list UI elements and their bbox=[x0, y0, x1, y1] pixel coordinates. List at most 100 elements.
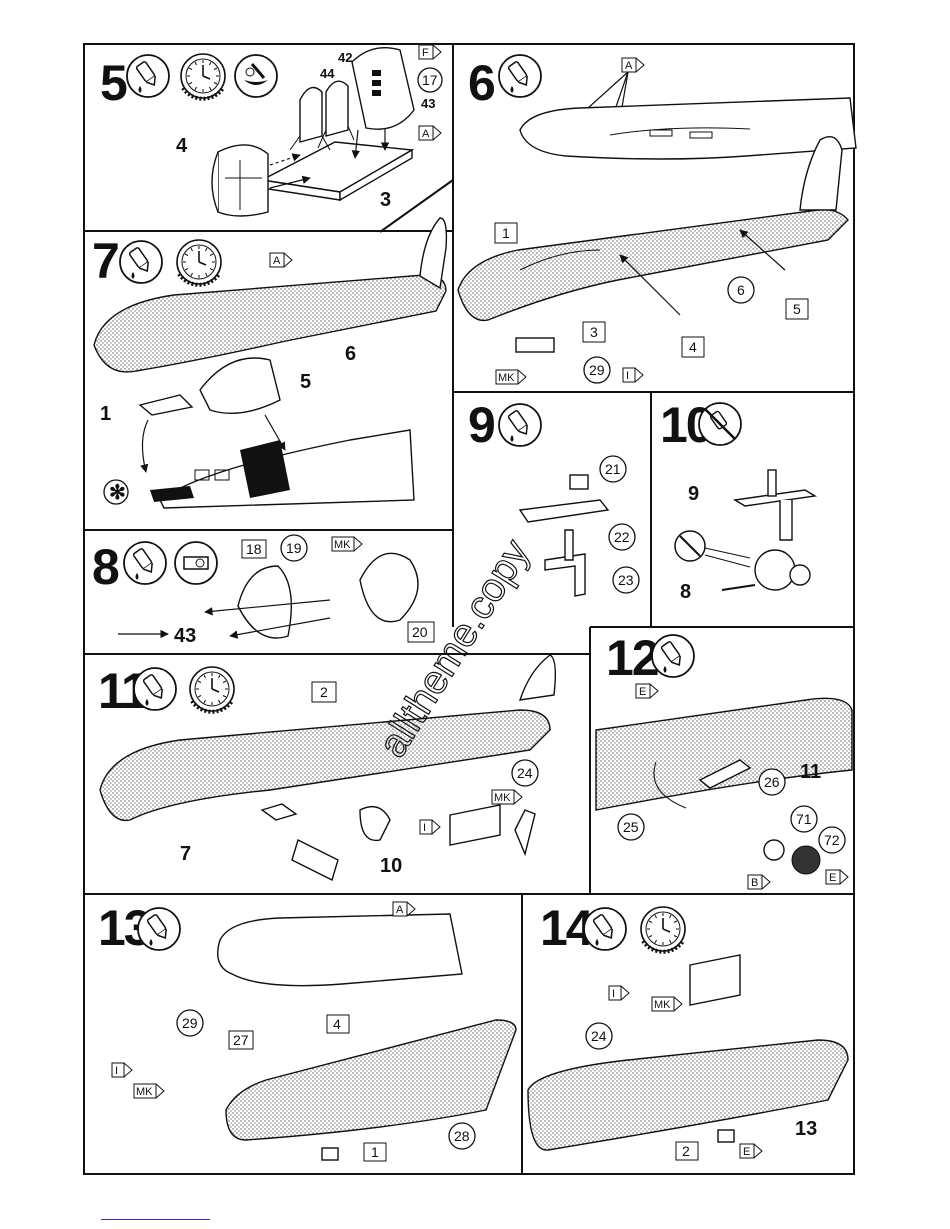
drying-clock-icon bbox=[181, 54, 225, 99]
part-label: 4 bbox=[689, 339, 697, 355]
part-label: 2 bbox=[320, 684, 328, 700]
part-label: 6 bbox=[737, 282, 745, 298]
step-number: 6 bbox=[468, 55, 494, 111]
part-label: 7 bbox=[180, 843, 191, 865]
step-12: 12 E 11 26 25 71 72 B E bbox=[596, 630, 852, 889]
glue-tube-icon bbox=[124, 542, 166, 584]
part-label: A bbox=[396, 904, 404, 916]
part-label: E bbox=[639, 686, 646, 698]
glue-tube-icon bbox=[127, 55, 169, 97]
step-14: 14 I MK 24 13 2 E bbox=[528, 900, 848, 1160]
part-label: 10 bbox=[380, 855, 402, 877]
code-tag: E bbox=[740, 1144, 762, 1158]
part-label: 8 bbox=[680, 581, 691, 603]
part-label: 24 bbox=[591, 1028, 607, 1044]
step-13: 13 A 29 27 4 I MK 28 1 bbox=[98, 900, 516, 1161]
part-label: 72 bbox=[824, 832, 840, 848]
part-label: 18 bbox=[246, 541, 262, 557]
part-label: 6 bbox=[345, 343, 356, 365]
part-label: MK bbox=[494, 792, 511, 804]
code-tag: MK bbox=[332, 537, 362, 551]
step-number: 9 bbox=[468, 397, 494, 453]
part-label: E bbox=[743, 1146, 750, 1158]
step-11: 11 2 24 MK I 7 10 bbox=[98, 655, 555, 880]
step-10: 10 9 8 bbox=[660, 397, 815, 603]
glue-tube-icon bbox=[134, 668, 176, 710]
part-label: 5 bbox=[793, 301, 801, 317]
step-number: 12 bbox=[606, 630, 658, 686]
footer-line bbox=[101, 1219, 210, 1220]
part-label: 2 bbox=[682, 1143, 690, 1159]
part-label: F bbox=[422, 47, 429, 59]
part-label: 1 bbox=[371, 1144, 379, 1160]
part-label: 24 bbox=[517, 765, 533, 781]
drying-clock-icon bbox=[177, 240, 221, 285]
part-label: 29 bbox=[182, 1015, 198, 1031]
part-label: I bbox=[423, 822, 426, 834]
code-tag: A bbox=[419, 126, 441, 140]
part-label: 19 bbox=[286, 540, 302, 556]
part-label: MK bbox=[136, 1086, 153, 1098]
part-label: 9 bbox=[688, 483, 699, 505]
part-label: 28 bbox=[454, 1128, 470, 1144]
glue-tube-icon bbox=[499, 404, 541, 446]
part-label: 3 bbox=[380, 189, 391, 211]
code-tag: MK bbox=[492, 790, 522, 804]
step-number: 5 bbox=[100, 55, 127, 111]
part-label: A bbox=[625, 60, 633, 72]
part-label: 27 bbox=[233, 1032, 249, 1048]
part-label: 43 bbox=[421, 96, 435, 111]
drying-clock-icon bbox=[190, 667, 234, 712]
part-label: 4 bbox=[176, 135, 188, 157]
part-label: 1 bbox=[502, 225, 510, 241]
step-8: 8 18 19 MK 20 43 bbox=[92, 535, 434, 647]
code-tag: A bbox=[393, 902, 415, 916]
part-label: 3 bbox=[590, 324, 598, 340]
code-tag: E bbox=[826, 870, 848, 884]
code-tag: A bbox=[270, 253, 292, 267]
part-label: MK bbox=[654, 999, 671, 1011]
no-glue-icon bbox=[699, 403, 741, 445]
part-label: 29 bbox=[589, 362, 605, 378]
code-tag: MK bbox=[134, 1084, 164, 1098]
glue-tube-icon bbox=[120, 241, 162, 283]
part-label: 21 bbox=[605, 461, 621, 477]
part-label: ✻ bbox=[109, 482, 126, 504]
code-tag: E bbox=[636, 684, 658, 698]
code-tag: A bbox=[622, 58, 644, 72]
code-tag: I bbox=[623, 368, 643, 382]
part-label: 5 bbox=[300, 371, 311, 393]
part-label: 25 bbox=[623, 819, 639, 835]
part-label: 22 bbox=[614, 529, 630, 545]
part-label: I bbox=[115, 1065, 118, 1077]
step-number: 7 bbox=[92, 233, 118, 289]
drying-clock-icon bbox=[641, 907, 685, 952]
step-6: 6 A 1 6 5 4 3 29 MK bbox=[458, 55, 856, 384]
part-label: B bbox=[751, 877, 758, 889]
part-label: A bbox=[422, 128, 430, 140]
part-label: 26 bbox=[764, 774, 780, 790]
code-tag: I bbox=[112, 1063, 132, 1077]
part-label: 20 bbox=[412, 624, 428, 640]
part-label: E bbox=[829, 872, 836, 884]
step-number: 8 bbox=[92, 539, 119, 595]
part-label: 43 bbox=[174, 625, 196, 647]
code-tag: I bbox=[609, 986, 629, 1000]
part-label: 4 bbox=[333, 1016, 341, 1032]
part-label: I bbox=[626, 370, 629, 382]
part-label: I bbox=[612, 988, 615, 1000]
part-label: 23 bbox=[618, 572, 634, 588]
part-label: 1 bbox=[100, 403, 111, 425]
glue-tube-icon bbox=[584, 908, 626, 950]
decal-icon bbox=[175, 542, 217, 584]
code-tag: F bbox=[419, 45, 441, 59]
step-7: 7 A 6 5 1 ✻ bbox=[92, 218, 446, 508]
glue-tube-icon bbox=[499, 55, 541, 97]
no-glue-icon bbox=[675, 531, 705, 561]
code-tag: I bbox=[420, 820, 440, 834]
glue-tube-icon bbox=[652, 635, 694, 677]
part-label: 44 bbox=[320, 66, 335, 81]
part-label: 17 bbox=[422, 72, 438, 88]
